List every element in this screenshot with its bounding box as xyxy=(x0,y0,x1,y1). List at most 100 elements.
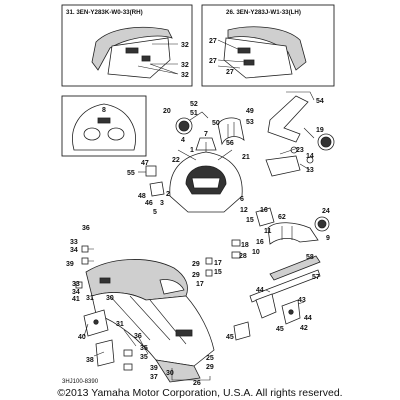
left-callouts: 36 33 34 39 33 34 41 31 30 xyxy=(66,225,114,303)
callout-29: 29 xyxy=(192,272,200,279)
callout-29: 29 xyxy=(192,261,200,268)
rh-decal xyxy=(125,47,139,54)
callout-45: 45 xyxy=(226,334,234,341)
callout-36: 36 xyxy=(82,225,90,232)
callout-53: 53 xyxy=(246,119,254,126)
callout-29: 29 xyxy=(206,364,214,371)
side-strip: 58 57 xyxy=(249,254,321,303)
callout-25: 25 xyxy=(206,355,214,362)
callout-3: 3 xyxy=(160,200,164,207)
callout-30: 30 xyxy=(106,295,114,302)
callout-45: 45 xyxy=(276,326,284,333)
callout-31: 31 xyxy=(116,321,124,328)
under-cowl-body xyxy=(91,292,215,367)
callout-34: 34 xyxy=(70,247,78,254)
rh-side-cowling-panel xyxy=(107,37,171,79)
callout-4: 4 xyxy=(181,137,185,144)
callout-16: 16 xyxy=(260,207,268,214)
callout-39: 39 xyxy=(150,365,158,372)
duct-left: 50 49 53 xyxy=(212,108,254,146)
callout-35: 35 xyxy=(140,354,148,361)
lh-side-cowling-shape xyxy=(227,26,307,71)
diagram-code: 3HJ100-8390 xyxy=(62,379,99,385)
lower-center-parts: 18 28 17 15 29 29 17 xyxy=(192,239,249,288)
headlight-lens xyxy=(191,177,221,189)
callout-10: 10 xyxy=(252,249,260,256)
cowling-stay xyxy=(267,95,309,143)
stay-bracket: 54 xyxy=(267,91,324,143)
strip-57 xyxy=(249,269,321,303)
front-emblem xyxy=(97,117,111,124)
callout-2: 2 xyxy=(166,191,170,198)
left-small-brackets: 55 47 2 48 46 3 5 xyxy=(127,160,170,216)
bracket-44 xyxy=(255,293,277,319)
air-duct-right xyxy=(267,222,319,245)
callout-19: 19 xyxy=(316,127,324,134)
callout-41: 41 xyxy=(72,296,80,303)
callout-18: 18 xyxy=(241,242,249,249)
strip-58 xyxy=(269,255,321,281)
callout-17: 17 xyxy=(196,281,204,288)
callout-42: 42 xyxy=(300,325,308,332)
under-cowling xyxy=(85,259,215,383)
callout-26: 26 xyxy=(193,380,201,387)
lower-middle-callouts: 31 36 35 35 39 37 30 26 25 29 xyxy=(116,321,214,387)
callout-27: 27 xyxy=(209,58,217,65)
callout-8: 8 xyxy=(102,107,106,114)
left-lower-brackets: 40 38 xyxy=(78,309,115,367)
inset-rh-cowling: 31. 3EN-Y283K-W0-33(RH) 32 32 32 xyxy=(61,4,193,87)
callout-32: 32 xyxy=(181,62,189,69)
headlight-assembly: 7 1 4 22 56 21 xyxy=(169,131,250,213)
callout-15: 15 xyxy=(214,269,222,276)
callout-24: 24 xyxy=(322,208,330,215)
callout-27: 27 xyxy=(209,38,217,45)
bracket-38 xyxy=(95,339,115,367)
decal-strip-2 xyxy=(175,329,193,337)
callout-56: 56 xyxy=(226,140,234,147)
mirror-left-assembly: 20 52 51 xyxy=(163,101,209,135)
callout-6: 6 xyxy=(240,196,244,203)
callout-22: 22 xyxy=(172,157,180,164)
under-cowl-vent xyxy=(159,279,185,295)
callout-48: 48 xyxy=(138,193,146,200)
callout-16: 16 xyxy=(256,239,264,246)
lh-decal xyxy=(237,47,251,54)
mirror-right-assembly: 19 xyxy=(303,127,335,151)
callout-50: 50 xyxy=(212,120,220,127)
callout-38: 38 xyxy=(86,357,94,364)
callout-31: 31 xyxy=(86,295,94,302)
callout-21: 21 xyxy=(242,154,250,161)
air-duct-left xyxy=(217,117,245,146)
callout-32: 32 xyxy=(181,42,189,49)
callout-57: 57 xyxy=(312,274,320,281)
callout-35: 35 xyxy=(140,345,148,352)
under-cowl-tail xyxy=(155,359,201,383)
callout-54: 54 xyxy=(316,98,324,105)
copyright-notice: ©2013 Yamaha Motor Corporation, U.S.A. A… xyxy=(57,387,342,399)
callout-15: 15 xyxy=(246,217,254,224)
inset-lh-title: 26. 3EN-Y283J-W1-33(LH) xyxy=(226,9,301,16)
callout-5: 5 xyxy=(153,209,157,216)
callout-17: 17 xyxy=(214,260,222,267)
callout-51: 51 xyxy=(190,110,198,117)
callout-44: 44 xyxy=(256,287,264,294)
rh-decal-2 xyxy=(141,55,151,62)
callout-1: 1 xyxy=(190,147,194,154)
callout-40: 40 xyxy=(78,334,86,341)
callout-32: 32 xyxy=(181,72,189,79)
callout-46: 46 xyxy=(145,200,153,207)
callout-12: 12 xyxy=(240,207,248,214)
bracket-45 xyxy=(233,321,251,341)
bracket-55 xyxy=(145,165,157,177)
callout-11: 11 xyxy=(264,228,272,235)
callout-13: 13 xyxy=(306,167,314,174)
decal-strip xyxy=(99,277,111,284)
callout-20: 20 xyxy=(163,108,171,115)
bracket-47 xyxy=(149,181,165,197)
inset-front-cowl: 8 xyxy=(61,95,147,157)
inset-rh-title: 31. 3EN-Y283K-W0-33(RH) xyxy=(66,9,143,16)
callout-33: 33 xyxy=(72,281,80,288)
inner-panel-bracket xyxy=(265,155,301,177)
lh-decal-2 xyxy=(243,59,255,66)
